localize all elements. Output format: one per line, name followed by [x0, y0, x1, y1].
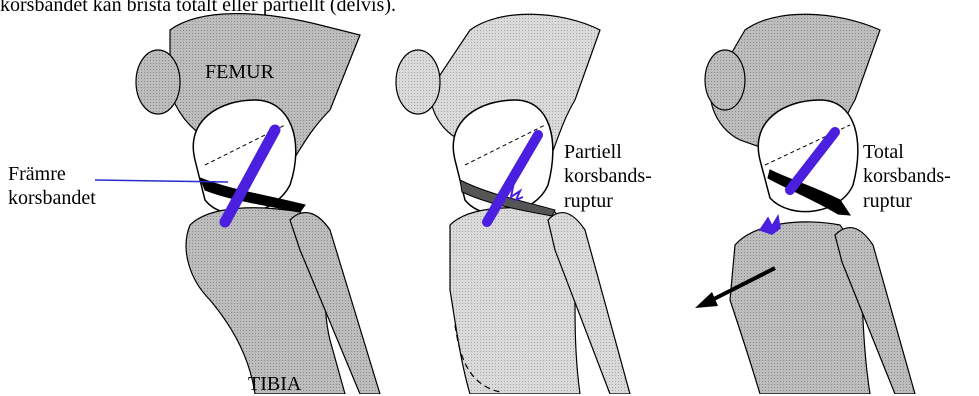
femur-label: FEMUR — [205, 60, 274, 84]
anterior-ligament-label-line1: Främre — [8, 162, 66, 186]
patella-2 — [396, 50, 440, 114]
total-rupture-label-line3: ruptur — [863, 189, 912, 213]
anterior-ligament-label-line2: korsbandet — [8, 186, 96, 210]
patella-3 — [705, 50, 745, 110]
partial-rupture-label-line1: Partiell — [564, 140, 622, 164]
total-rupture-label-line2: korsbands- — [863, 164, 951, 188]
partial-rupture-label-line3: ruptur — [564, 189, 613, 213]
tibia-label: TIBIA — [248, 372, 301, 396]
displacement-arrow-head — [695, 292, 718, 308]
partial-rupture-label-line2: korsbands- — [564, 164, 652, 188]
total-rupture-label-line1: Total — [863, 140, 904, 164]
patella — [136, 50, 180, 114]
